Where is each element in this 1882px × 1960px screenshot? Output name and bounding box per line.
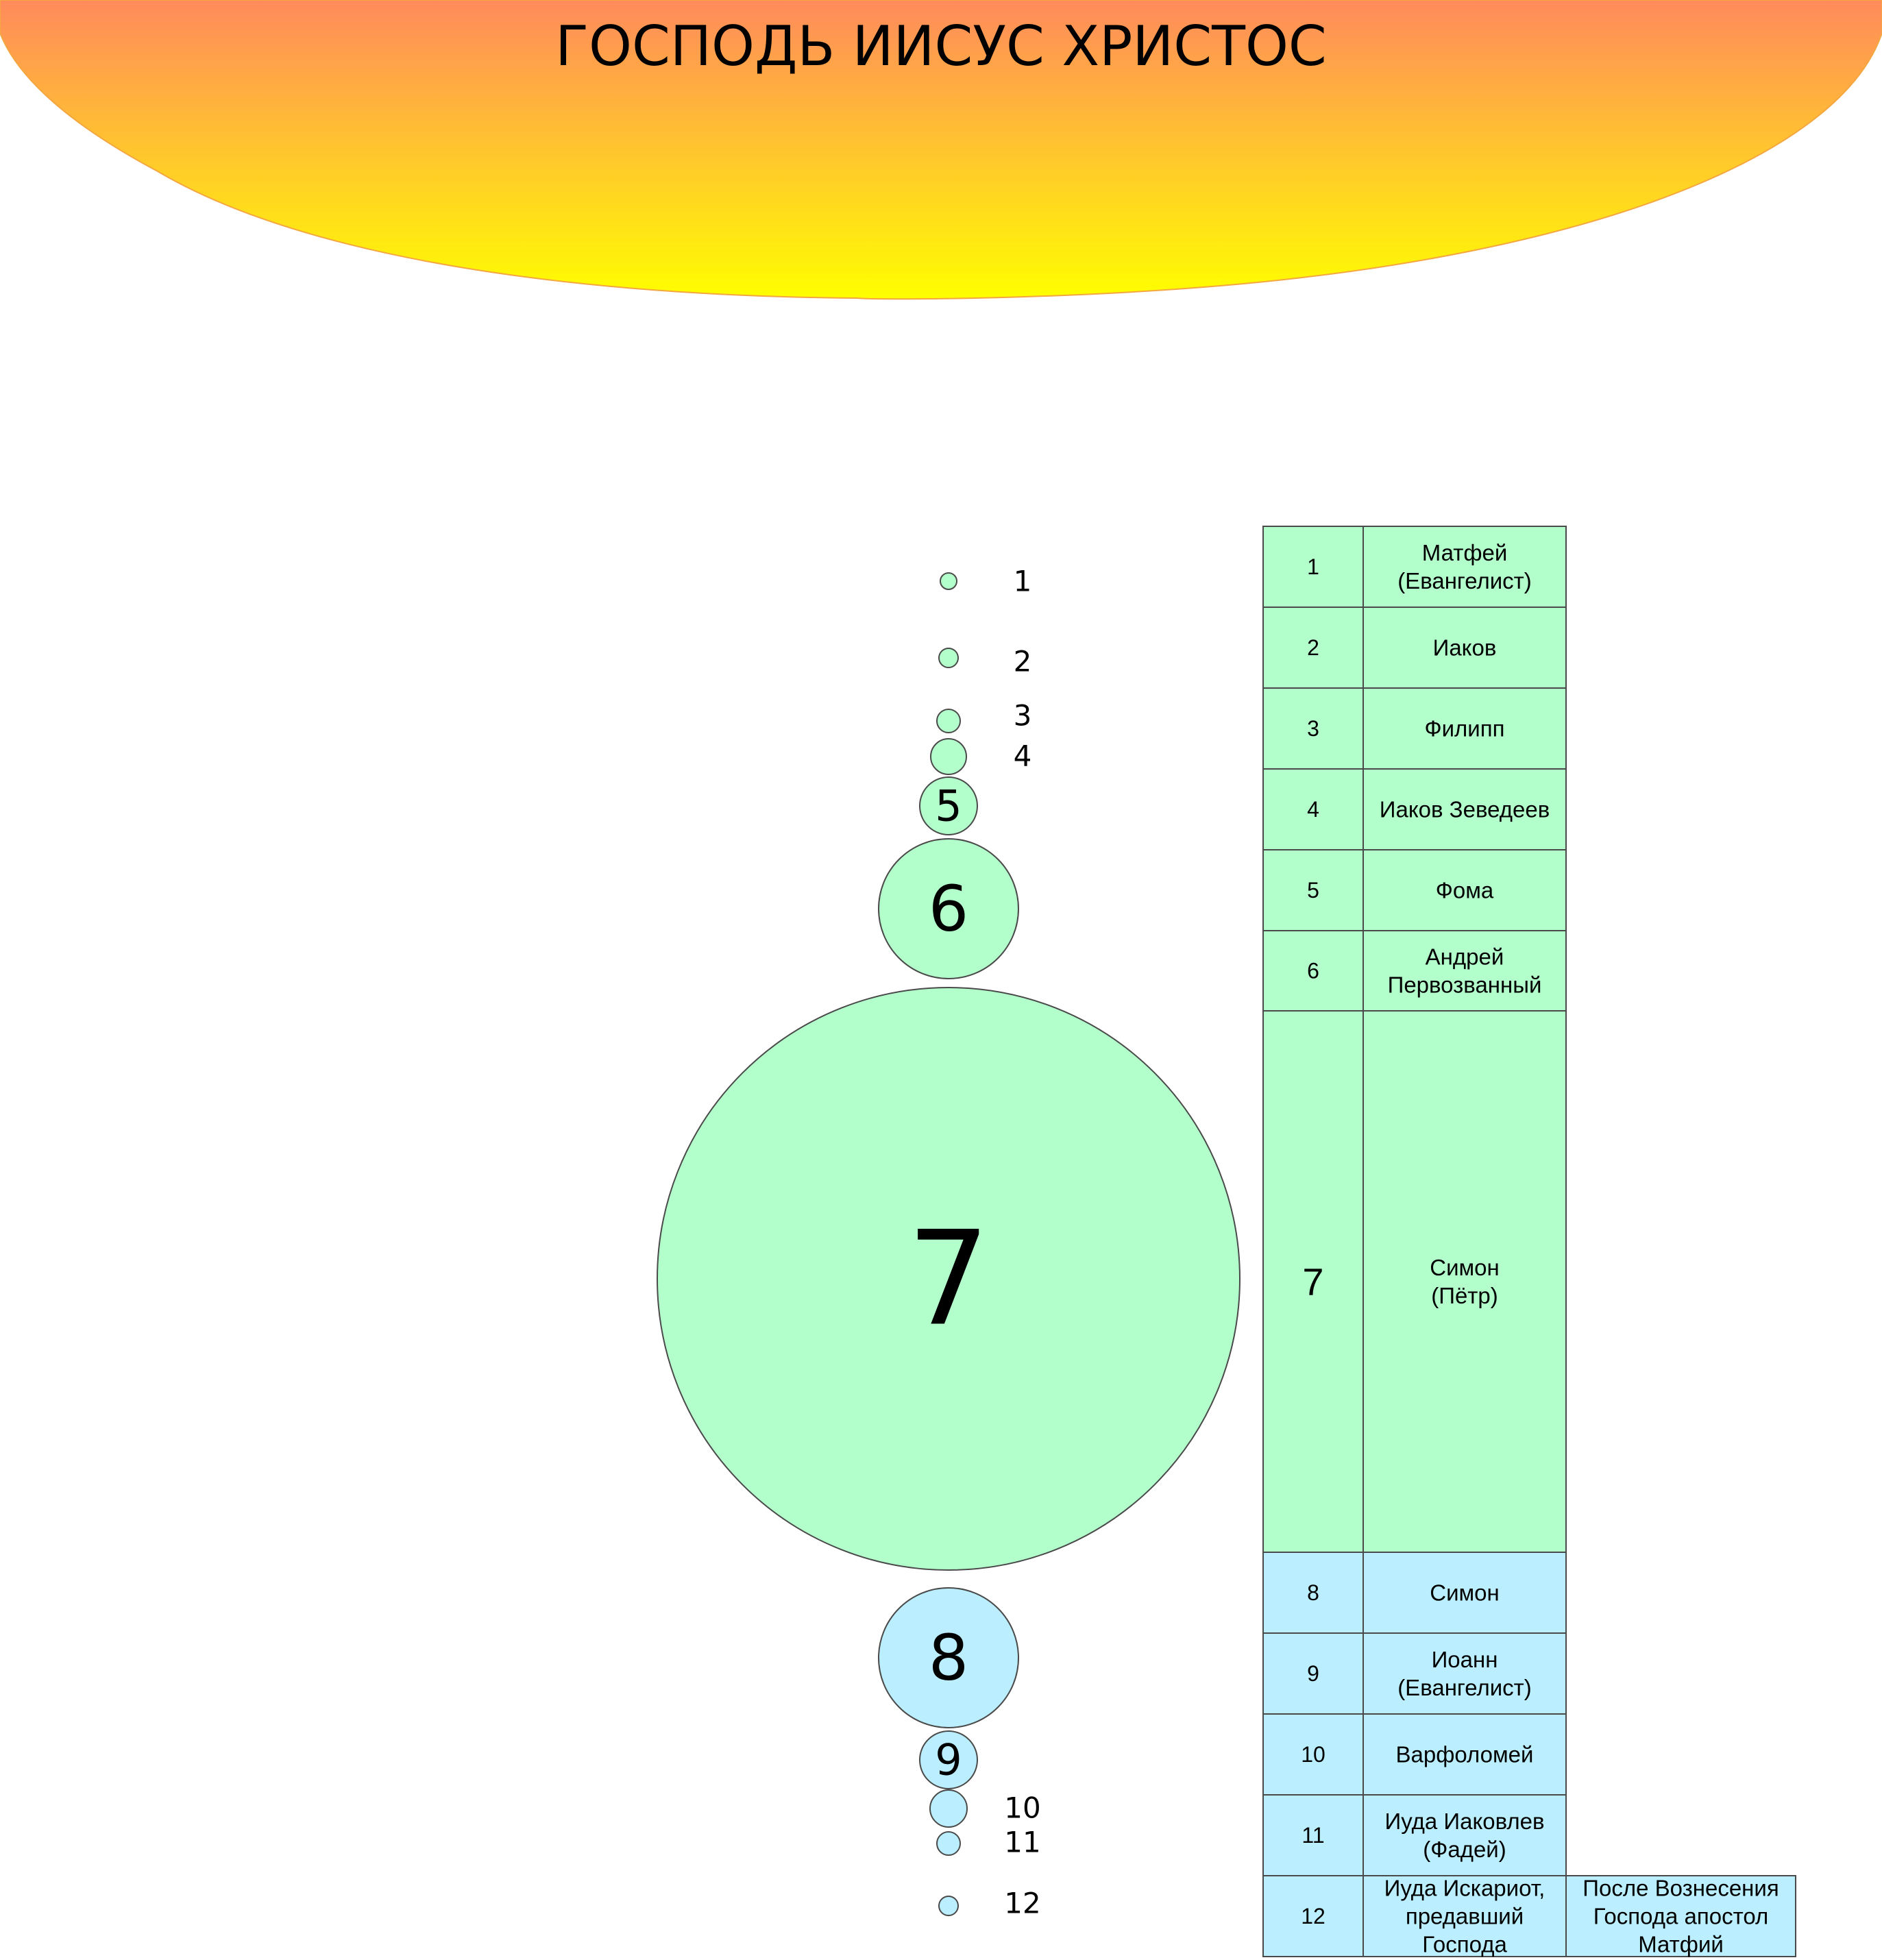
apostle-circle-8 <box>878 1587 1019 1728</box>
table-num-5: 5 <box>1307 878 1319 903</box>
table-note-cell <box>1565 1875 1796 1957</box>
apostle-circle-2 <box>938 648 959 668</box>
table-num-cell-7 <box>1262 1010 1364 1553</box>
banner-shape <box>0 0 1882 300</box>
apostle-circle-label-2: 2 <box>1014 645 1032 678</box>
table-note-line-2: Господа апостол <box>1593 1904 1769 1929</box>
table-num-3: 3 <box>1307 716 1319 741</box>
apostle-circle-label-9: 9 <box>935 1735 962 1785</box>
table-name-cell-1 <box>1362 526 1567 608</box>
apostle-circle-label-10: 10 <box>1004 1791 1040 1825</box>
table-num-12: 12 <box>1301 1904 1325 1928</box>
table-name-cell-12 <box>1362 1875 1567 1957</box>
table-num-cell-10 <box>1262 1713 1364 1796</box>
table-name-8-line-1: Симон <box>1430 1580 1500 1606</box>
table-num-cell-11 <box>1262 1794 1364 1876</box>
table-num-cell-4 <box>1262 768 1364 850</box>
table-name-1-line-2: (Евангелист) <box>1397 568 1532 593</box>
table-name-4-line-1: Иаков Зеведеев <box>1380 797 1550 822</box>
table-num-10: 10 <box>1301 1742 1325 1767</box>
table-name-cell-7 <box>1362 1010 1567 1553</box>
table-num-cell-8 <box>1262 1552 1364 1634</box>
apostle-circle-5 <box>919 776 978 835</box>
table-name-1-line-1: Матфей <box>1422 540 1508 565</box>
apostle-circle-label-3: 3 <box>1014 699 1032 733</box>
table-name-6-line-2: Первозванный <box>1388 972 1542 998</box>
table-name-11-line-2: (Фадей) <box>1423 1837 1506 1862</box>
apostle-circle-label-7: 7 <box>907 1203 990 1355</box>
table-name-12-line-2: предавший <box>1406 1904 1524 1929</box>
apostle-circle-9 <box>919 1730 978 1789</box>
table-name-2-line-1: Иаков <box>1433 635 1497 661</box>
table-name-cell-5 <box>1362 849 1567 931</box>
apostle-circle-7 <box>657 987 1241 1571</box>
table-name-cell-8 <box>1362 1552 1567 1634</box>
table-num-9: 9 <box>1307 1661 1319 1686</box>
apostle-circle-12 <box>938 1896 959 1916</box>
apostle-circle-label-1: 1 <box>1014 565 1032 598</box>
table-name-3-line-1: Филипп <box>1425 716 1505 742</box>
table-name-cell-6 <box>1362 930 1567 1012</box>
apostle-circle-label-11: 11 <box>1004 1826 1040 1859</box>
table-num-7: 7 <box>1302 1260 1323 1303</box>
table-name-5-line-1: Фома <box>1436 878 1494 903</box>
table-name-cell-3 <box>1362 687 1567 770</box>
page-title: ГОСПОДЬ ИИСУС ХРИСТОС <box>555 14 1327 78</box>
table-name-7-line-1: Симон <box>1430 1255 1500 1280</box>
header-banner: ГОСПОДЬ ИИСУС ХРИСТОС <box>0 0 1882 300</box>
table-name-cell-9 <box>1362 1632 1567 1715</box>
table-num-2: 2 <box>1307 635 1319 660</box>
table-name-12-line-3: Господа <box>1422 1932 1507 1957</box>
table-note-line-3: Матфий <box>1638 1932 1724 1957</box>
apostle-circle-label-12: 12 <box>1004 1887 1040 1920</box>
apostle-circle-label-6: 6 <box>929 872 969 946</box>
table-num-8: 8 <box>1307 1580 1319 1605</box>
table-num-11: 11 <box>1301 1823 1324 1848</box>
table-name-9-line-2: (Евангелист) <box>1397 1675 1532 1700</box>
table-name-cell-10 <box>1362 1713 1567 1796</box>
table-num-cell-3 <box>1262 687 1364 770</box>
table-note-line-1: После Вознесения <box>1582 1876 1779 1901</box>
apostle-circle-3 <box>936 709 961 733</box>
table-num-6: 6 <box>1307 959 1319 983</box>
apostle-circle-4 <box>930 738 967 775</box>
apostle-circle-10 <box>929 1789 968 1828</box>
table-num-cell-5 <box>1262 849 1364 931</box>
apostle-circle-label-4: 4 <box>1014 739 1032 773</box>
apostle-circle-label-5: 5 <box>935 781 962 831</box>
table-name-cell-4 <box>1362 768 1567 850</box>
table-num-4: 4 <box>1307 797 1319 822</box>
table-name-6-line-1: Андрей <box>1426 944 1504 970</box>
table-name-11-line-1: Иуда Иаковлев <box>1384 1809 1544 1834</box>
table-num-1: 1 <box>1307 554 1319 579</box>
apostle-circle-1 <box>940 572 957 590</box>
table-name-12-line-1: Иуда Искариот, <box>1384 1876 1545 1901</box>
apostle-circle-label-8: 8 <box>929 1621 969 1695</box>
apostles-table: 1 Матфей (Евангелист) 2 Иаков 3 Филипп 4 Иаков З… <box>1262 526 1796 1957</box>
table-name-9-line-1: Иоанн <box>1432 1647 1498 1672</box>
table-name-7-line-2: (Пётр) <box>1431 1283 1498 1308</box>
apostle-circle-6 <box>878 838 1019 979</box>
apostle-circle-11 <box>936 1831 961 1856</box>
table-num-cell-9 <box>1262 1632 1364 1715</box>
table-name-10-line-1: Варфоломей <box>1396 1742 1534 1767</box>
table-name-cell-11 <box>1362 1794 1567 1876</box>
